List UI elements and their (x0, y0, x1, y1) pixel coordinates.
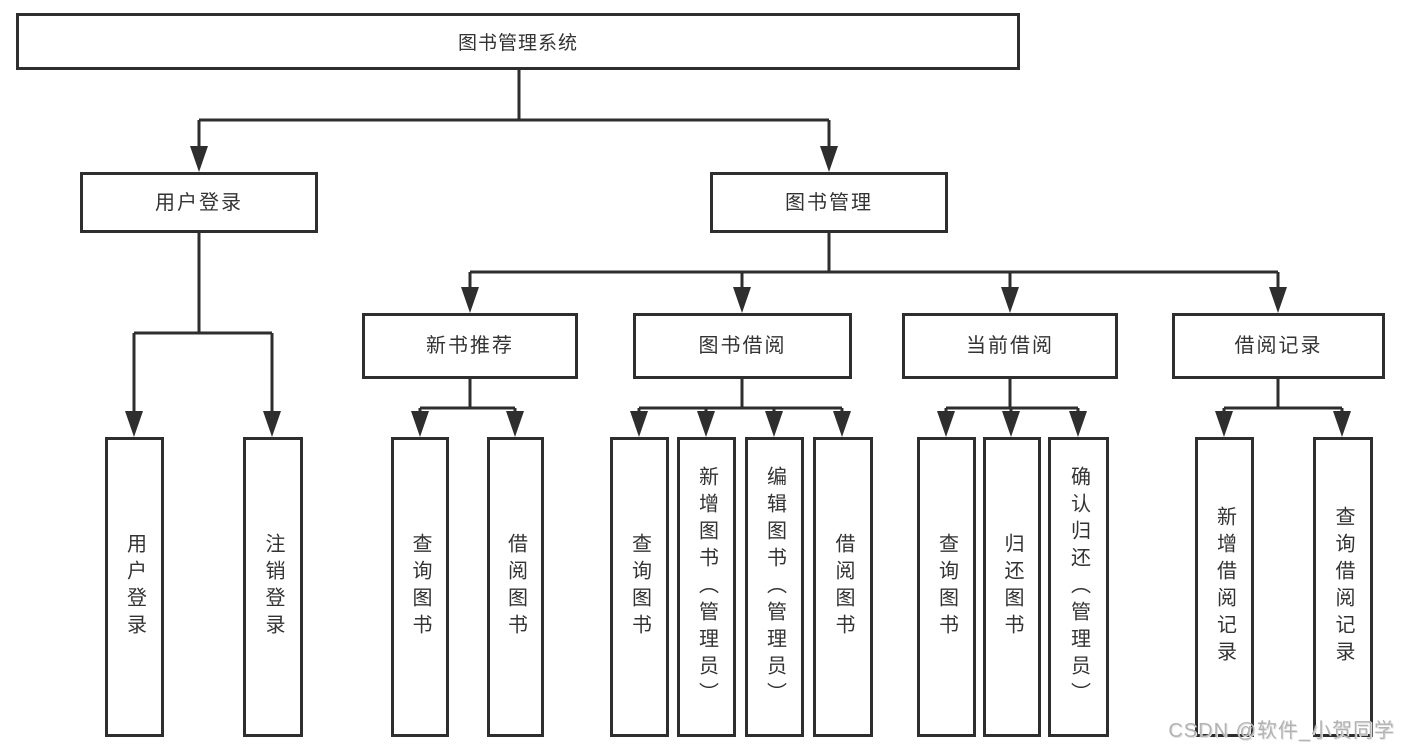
node-leaf-return-books: 归还图书 (983, 437, 1041, 737)
node-leaf-query-books-2: 查询图书 (610, 437, 669, 737)
node-leaf-edit-books-admin: 编辑图书（管理员） (745, 437, 804, 737)
node-current-borrowing: 当前借阅 (902, 313, 1118, 379)
node-leaf-query-books-3: 查询图书 (917, 437, 976, 737)
node-borrowing-records: 借阅记录 (1172, 313, 1385, 379)
node-leaf-confirm-return-admin: 确认归还（管理员） (1048, 437, 1109, 737)
node-user-login: 用户登录 (80, 172, 318, 233)
node-book-borrowing: 图书借阅 (633, 313, 852, 379)
node-leaf-borrow-books-1: 借阅图书 (487, 437, 544, 737)
node-leaf-query-books-1: 查询图书 (391, 437, 449, 737)
node-leaf-logout: 注销登录 (243, 437, 303, 737)
node-root-system: 图书管理系统 (16, 13, 1020, 70)
node-leaf-borrow-books-2: 借阅图书 (813, 437, 873, 737)
node-leaf-add-books-admin: 新增图书（管理员） (677, 437, 736, 737)
node-leaf-add-borrow-record: 新增借阅记录 (1195, 437, 1254, 737)
node-book-management: 图书管理 (710, 172, 948, 233)
node-new-book-recommend: 新书推荐 (362, 313, 578, 379)
node-leaf-user-login: 用户登录 (105, 437, 164, 737)
node-leaf-query-borrow-record: 查询借阅记录 (1313, 437, 1373, 737)
